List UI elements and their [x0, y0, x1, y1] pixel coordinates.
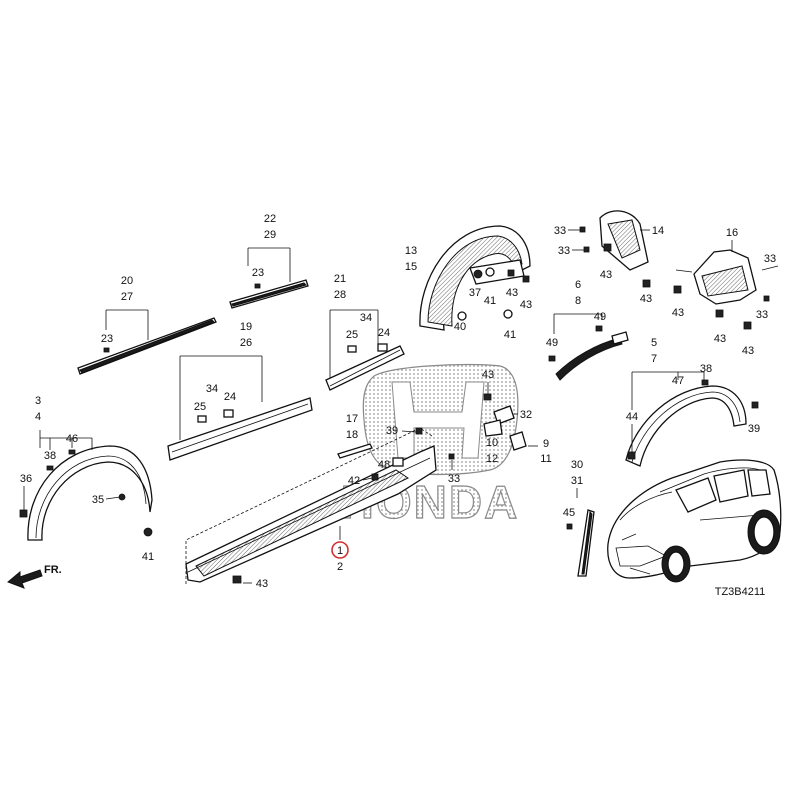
- label-39a: 39: [386, 425, 398, 437]
- front-direction-arrow: FR.: [7, 564, 62, 589]
- label-44: 44: [626, 411, 638, 423]
- label-41b: 41: [484, 295, 496, 307]
- label-38b: 38: [700, 363, 712, 375]
- label-43i: 43: [742, 345, 754, 357]
- label-25b: 25: [346, 329, 358, 341]
- label-11: 11: [540, 453, 551, 465]
- label-25a: 25: [194, 401, 206, 413]
- label-43c: 43: [520, 299, 532, 311]
- label-3: 3: [35, 395, 41, 407]
- label-43f: 43: [640, 293, 652, 305]
- label-32: 32: [520, 409, 532, 421]
- label-33d: 33: [764, 253, 776, 265]
- label-5: 5: [651, 337, 657, 349]
- vehicle-outline: [607, 459, 782, 583]
- label-15: 15: [405, 261, 417, 273]
- label-7: 7: [651, 353, 657, 365]
- label-43e: 43: [600, 269, 612, 281]
- label-14: 14: [652, 225, 664, 237]
- label-19: 19: [240, 321, 252, 333]
- label-33b: 33: [554, 225, 566, 237]
- label-43a: 43: [256, 578, 268, 590]
- front-arrow-label: FR.: [44, 564, 62, 576]
- label-39b: 39: [748, 423, 760, 435]
- label-2: 2: [337, 561, 343, 573]
- label-28: 28: [334, 289, 346, 301]
- label-33c: 33: [558, 245, 570, 257]
- label-33a: 33: [448, 473, 460, 485]
- label-45: 45: [563, 507, 575, 519]
- label-23b: 23: [252, 267, 264, 279]
- label-6: 6: [575, 279, 581, 291]
- label-26: 26: [240, 337, 252, 349]
- label-9: 9: [543, 438, 549, 450]
- label-22: 22: [264, 213, 276, 225]
- label-17: 17: [346, 413, 358, 425]
- rear-door-lower-garnish: [167, 397, 313, 461]
- label-49a: 49: [546, 337, 558, 349]
- label-36: 36: [20, 473, 32, 485]
- front-door-lower-garnish: [325, 345, 405, 391]
- rear-splash-shield: [693, 249, 757, 305]
- label-1: 1: [337, 545, 343, 557]
- label-40: 40: [454, 321, 466, 333]
- label-12: 12: [486, 453, 498, 465]
- label-41a: 41: [142, 551, 154, 563]
- label-48: 48: [378, 459, 390, 471]
- label-29: 29: [264, 229, 276, 241]
- label-10: 10: [486, 437, 498, 449]
- label-42: 42: [348, 475, 360, 487]
- diagram-code: TZ3B4211: [715, 586, 766, 598]
- upper-door-molding: [229, 279, 309, 309]
- label-8: 8: [575, 295, 581, 307]
- label-27: 27: [121, 291, 133, 303]
- label-18: 18: [346, 429, 358, 441]
- pillar-garnish: [577, 509, 595, 577]
- label-35: 35: [92, 494, 104, 506]
- label-24a: 24: [224, 391, 236, 403]
- label-23a: 23: [101, 333, 113, 345]
- rear-wheel-arch-molding: [625, 385, 747, 467]
- label-34a: 34: [206, 383, 218, 395]
- label-31: 31: [571, 475, 583, 487]
- label-47: 47: [672, 375, 684, 387]
- label-49b: 49: [594, 311, 606, 323]
- label-38a: 38: [44, 450, 56, 462]
- label-43h: 43: [714, 333, 726, 345]
- label-24b: 24: [378, 327, 390, 339]
- front-door-molding: [77, 317, 217, 375]
- part-1-highlight-ring: [331, 541, 349, 559]
- label-43g: 43: [672, 307, 684, 319]
- label-16: 16: [726, 227, 738, 239]
- rear-wheel-arch-molding-inner: [555, 331, 629, 381]
- label-46: 46: [66, 433, 78, 445]
- rear-inner-fender: [419, 225, 531, 331]
- front-wheel-arch-molding: [27, 445, 153, 541]
- label-34b: 34: [360, 312, 372, 324]
- label-30: 30: [571, 459, 583, 471]
- label-21: 21: [334, 273, 346, 285]
- label-33-rear: 33: [756, 309, 768, 321]
- front-splash-shield: [599, 210, 649, 271]
- label-13: 13: [405, 245, 417, 257]
- label-43b: 43: [506, 287, 518, 299]
- label-20: 20: [121, 275, 133, 287]
- label-37: 37: [469, 287, 481, 299]
- label-41c: 41: [504, 329, 516, 341]
- label-43d: 43: [482, 369, 494, 381]
- label-4: 4: [35, 411, 41, 423]
